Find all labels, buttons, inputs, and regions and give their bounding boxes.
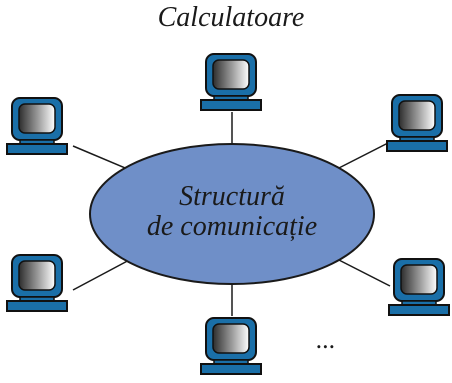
link-lower-right	[334, 257, 391, 287]
link-lower-left	[72, 257, 134, 291]
computer-node-top	[200, 53, 262, 111]
connection-lines	[72, 112, 391, 316]
center-label-line2: de comunicație	[147, 211, 317, 242]
computer-monitor-icon	[386, 94, 448, 152]
computer-node-upper-right	[386, 94, 448, 152]
link-upper-left	[72, 145, 131, 171]
diagram-title: Calculatoare	[158, 2, 305, 33]
computer-node-lower-right	[388, 258, 450, 316]
communication-structure-ellipse	[89, 143, 375, 285]
computer-monitor-icon	[388, 258, 450, 316]
computer-node-bottom	[200, 317, 262, 375]
continuation-ellipsis: ...	[316, 325, 336, 354]
computer-monitor-icon	[200, 317, 262, 375]
center-label-line1: Structură	[179, 181, 285, 212]
link-upper-right	[334, 141, 391, 171]
computer-monitor-icon	[200, 53, 262, 111]
computer-node-lower-left	[6, 254, 68, 312]
computer-node-upper-left	[6, 97, 68, 155]
computer-monitor-icon	[6, 97, 68, 155]
computer-monitor-icon	[6, 254, 68, 312]
